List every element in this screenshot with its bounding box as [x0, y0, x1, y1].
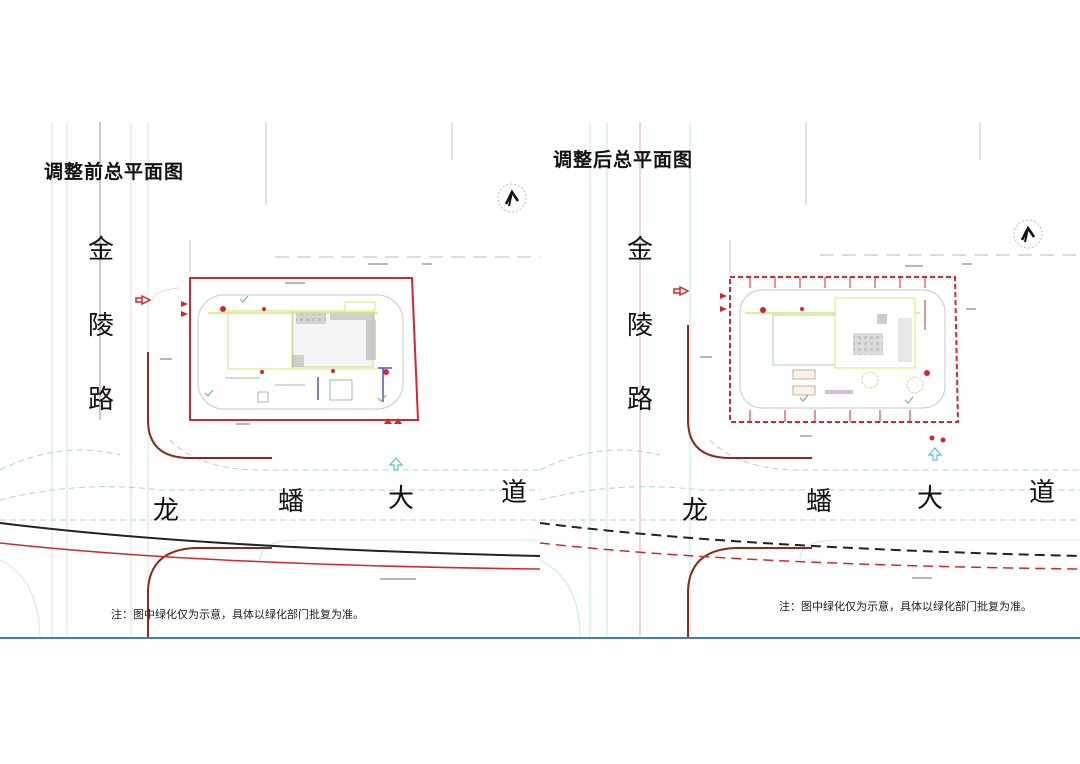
west-road-label-char: 金 [627, 235, 654, 265]
south-road-label-char: 龙 [682, 496, 709, 526]
north-arrow-icon-after [1013, 219, 1043, 249]
before-plan-title: 调整前总平面图 [44, 161, 185, 183]
south-road-label-char: 大 [388, 484, 415, 514]
south-road-label-char: 蟠 [278, 487, 305, 517]
south-road-label-char: 道 [501, 478, 528, 508]
west-road-label-char: 陵 [88, 311, 115, 341]
west-road-label-char: 金 [88, 235, 115, 265]
west-road-label-char: 路 [627, 385, 654, 415]
after-plan-title: 调整后总平面图 [553, 149, 694, 171]
south-road-label-char: 道 [1029, 478, 1056, 508]
after-plan [539, 122, 1080, 638]
north-arrow-icon-before [497, 183, 527, 213]
south-road-label-char: 大 [917, 484, 944, 514]
west-road-label-char: 陵 [627, 311, 654, 341]
south-road-label-char: 蟠 [806, 487, 833, 517]
after-plan-note: 注：图中绿化仅为示意，具体以绿化部门批复为准。 [779, 600, 1032, 613]
south-road-label-char: 龙 [153, 496, 180, 526]
bottom-divider [0, 637, 1080, 639]
west-road-label-char: 路 [88, 385, 115, 415]
before-plan-note: 注：图中绿化仅为示意，具体以绿化部门批复为准。 [111, 608, 364, 621]
before-plan [0, 122, 541, 641]
